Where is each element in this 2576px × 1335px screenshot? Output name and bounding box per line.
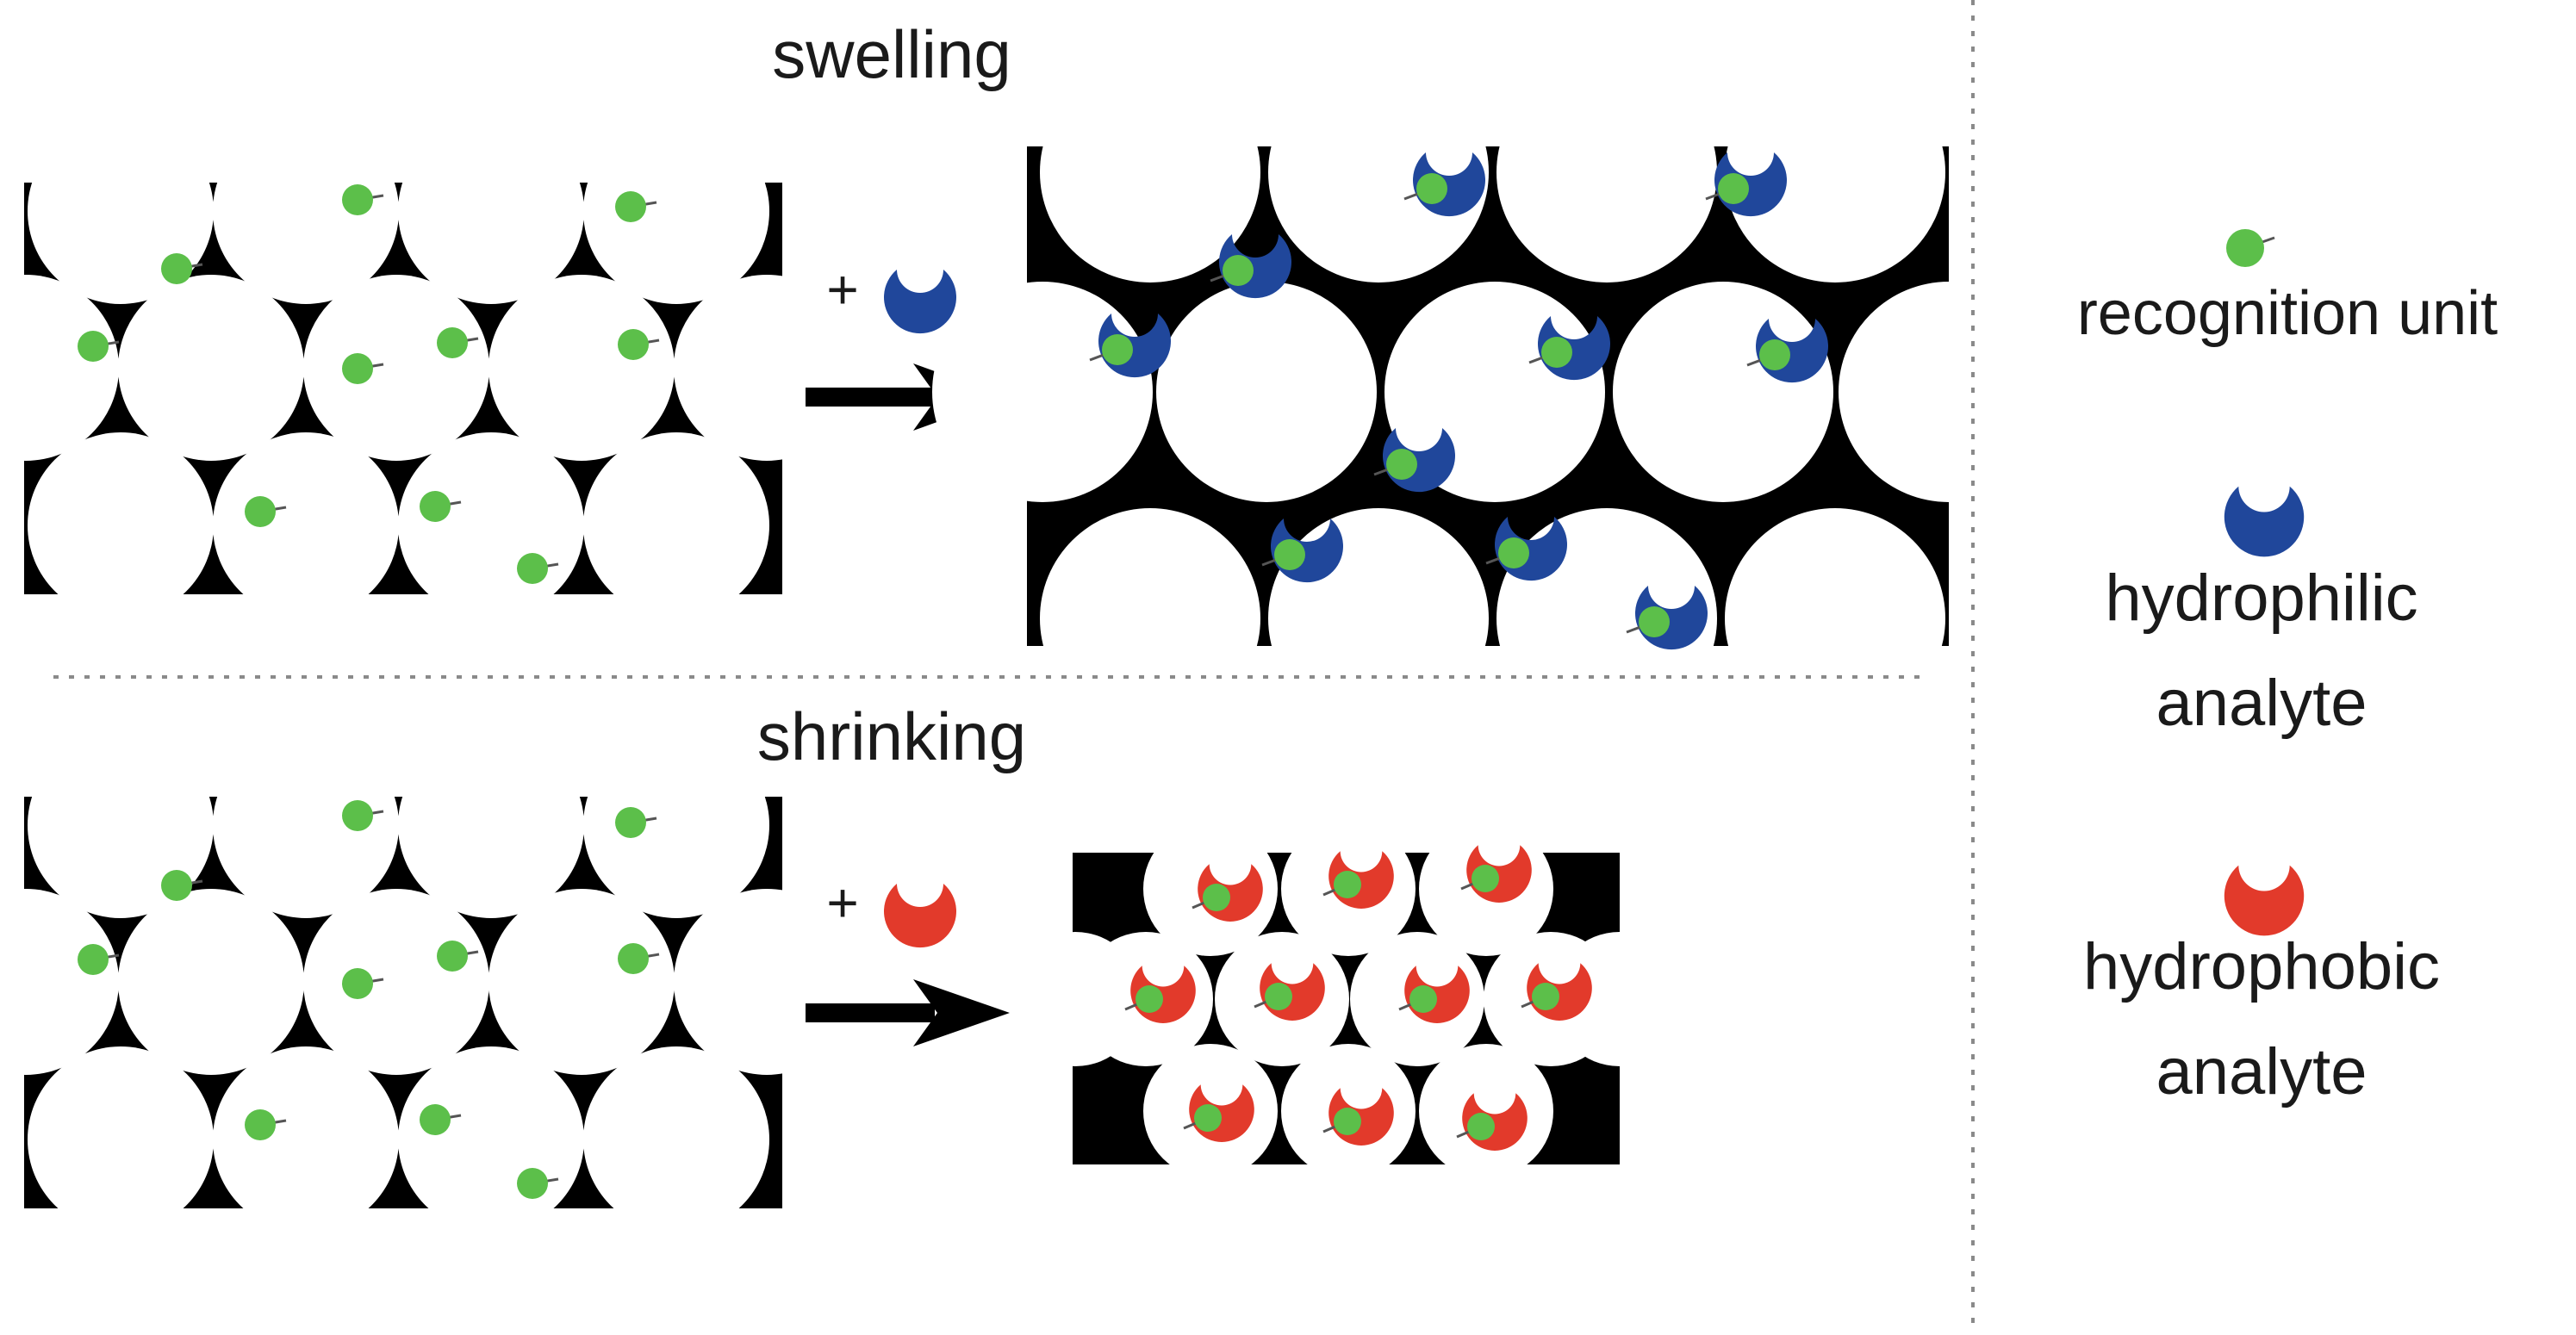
plus-sign-top: + [826, 258, 858, 320]
legend-hydrophilic-label-line2: analyte [2156, 667, 2367, 740]
legend-hydrophobic-label-line2: analyte [2156, 1035, 2367, 1108]
hydrophobic-analyte-reagent-icon [884, 884, 956, 948]
right-arrow-icon [806, 979, 1010, 1046]
hydrophilic-analyte-reagent-icon [884, 270, 956, 334]
framework-swollen [932, 62, 2059, 729]
swelling-label: swelling [772, 16, 1011, 92]
framework-initial-top [0, 118, 860, 618]
plus-sign-bottom: + [826, 872, 858, 934]
shrinking-label: shrinking [757, 699, 1026, 774]
framework-initial-bottom [0, 732, 860, 1233]
green-dot-icon [2226, 229, 2275, 267]
legend-hydrophilic-label-line1: hydrophilic [2105, 562, 2417, 635]
blue-notched-circle-icon [2224, 486, 2305, 557]
legend-recognition-unit-label: recognition unit [2077, 279, 2498, 348]
legend-hydrophobic-label-line1: hydrophobic [2083, 930, 2440, 1003]
red-notched-circle-icon [2224, 865, 2305, 936]
legend: recognition unit hydrophilic analyte hyd… [2077, 229, 2498, 1108]
